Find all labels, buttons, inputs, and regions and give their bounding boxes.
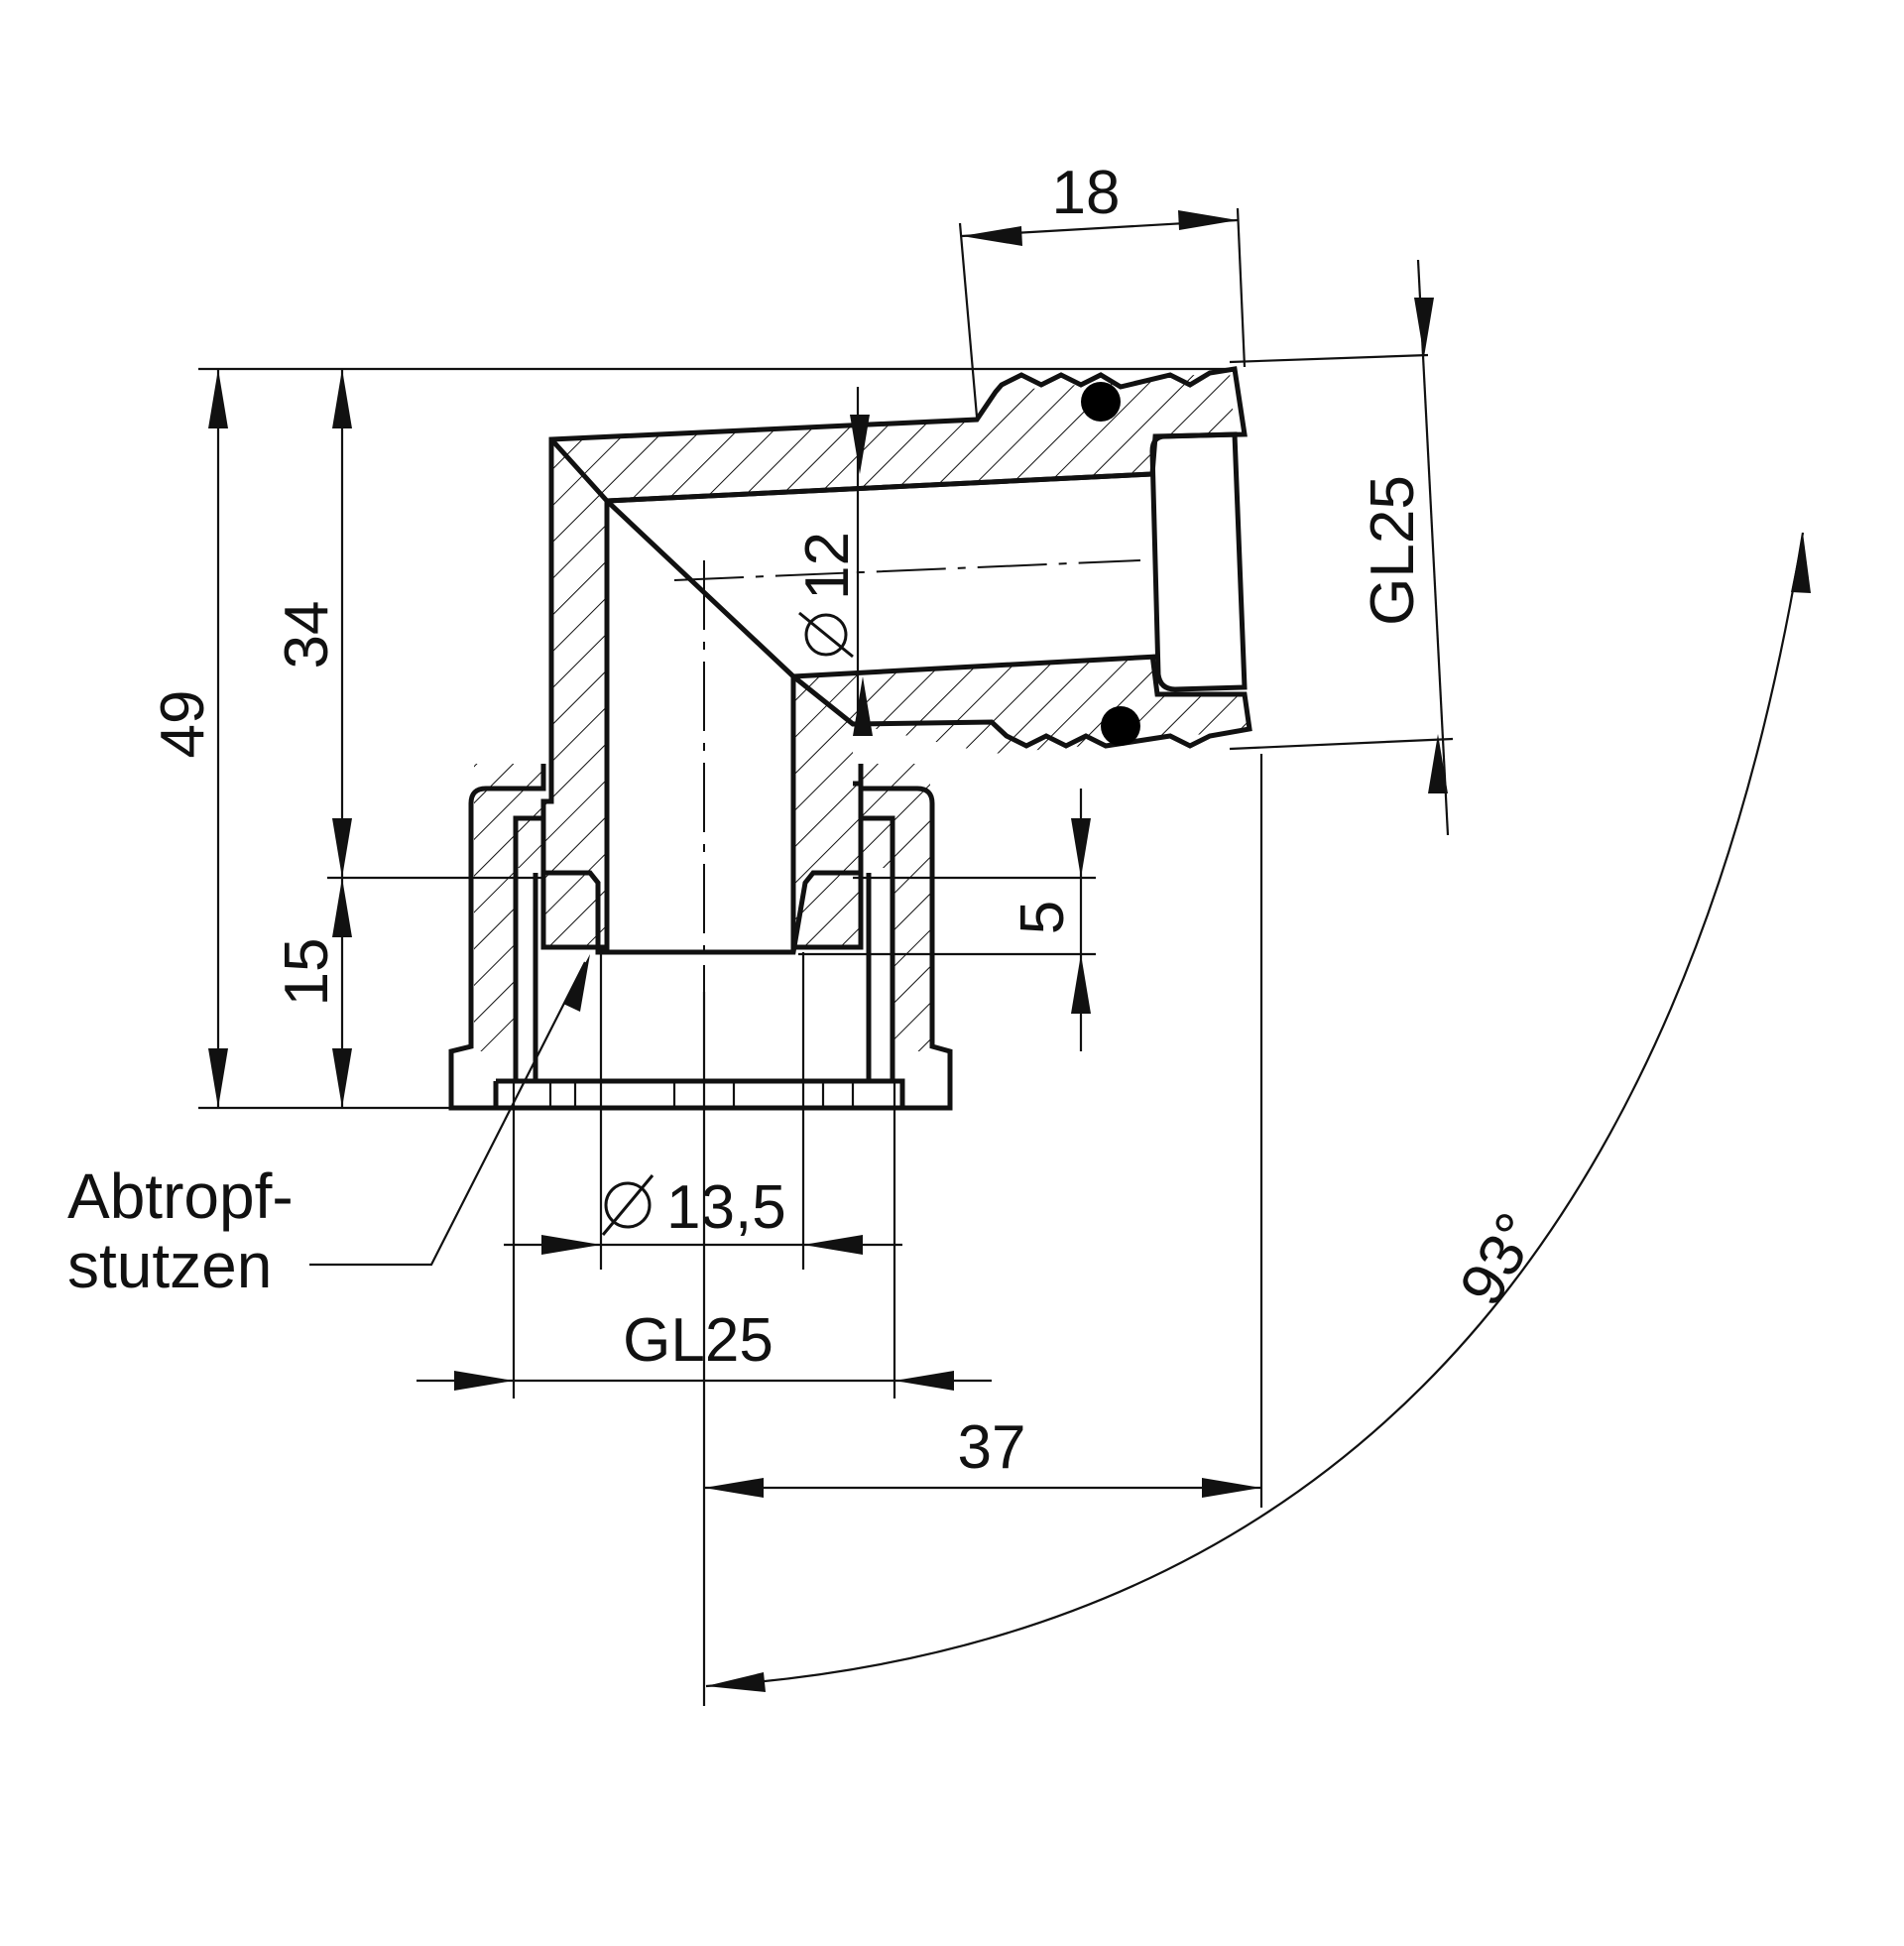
dim-thread-vertical: GL25 bbox=[623, 1306, 774, 1375]
bottom-face-line bbox=[493, 1078, 905, 1108]
drip-nozzle-label: Abtropf- stutzen bbox=[67, 1160, 294, 1301]
union-nut-outline bbox=[448, 764, 953, 1111]
horizontal-socket bbox=[1149, 431, 1248, 692]
dim-height-lower: 15 bbox=[273, 938, 341, 1007]
dim-offset-horizontal: 37 bbox=[958, 1413, 1026, 1482]
drip-nozzle-label-line2: stutzen bbox=[67, 1230, 272, 1301]
center-lines bbox=[673, 559, 1141, 992]
drip-nozzle-label-line1: Abtropf- bbox=[67, 1160, 294, 1232]
dim-height-total: 49 bbox=[149, 690, 217, 759]
dim-bore-vertical: 13,5 bbox=[601, 1173, 786, 1242]
elbow-outer-outline bbox=[540, 366, 1248, 950]
dim-angle: 93° bbox=[1447, 1202, 1553, 1317]
elbow-fitting-section bbox=[448, 366, 1252, 1111]
dim-bore-vertical-value: 13,5 bbox=[666, 1173, 786, 1242]
dim-step-depth: 5 bbox=[1009, 901, 1077, 934]
hatch-right-nut bbox=[861, 764, 930, 1051]
union-nut-inner-right bbox=[861, 815, 895, 1081]
elbow-miter-line bbox=[605, 499, 795, 678]
diameter-symbol bbox=[804, 613, 848, 657]
drip-nozzle-outline bbox=[543, 870, 861, 955]
dimension-lines bbox=[198, 207, 1811, 1706]
hatch-upper-wall bbox=[551, 372, 1235, 501]
bore-upper-line bbox=[606, 471, 1153, 504]
dim-height-upper: 34 bbox=[273, 601, 341, 669]
oring-top bbox=[1081, 382, 1121, 422]
bore-lower-line bbox=[792, 654, 1158, 679]
hatch-left-nut bbox=[474, 764, 543, 1051]
diameter-symbol-slash bbox=[798, 611, 854, 659]
oring-bottom bbox=[1101, 706, 1140, 746]
elbow-miter-outer bbox=[549, 437, 609, 503]
dim-bore-horizontal: 12 bbox=[793, 532, 862, 659]
hatch-left-wall bbox=[543, 439, 607, 947]
right-wall-line bbox=[790, 676, 864, 950]
diameter-symbol-slash bbox=[601, 1174, 654, 1236]
union-nut-inner-left bbox=[513, 815, 543, 1081]
dim-width-top: 18 bbox=[1052, 159, 1121, 227]
dim-thread-horizontal: GL25 bbox=[1359, 475, 1427, 626]
elbow-lower-outline bbox=[791, 654, 1252, 749]
bottom-face-ticks bbox=[548, 1081, 855, 1108]
dim-bore-horizontal-value: 12 bbox=[793, 532, 862, 600]
diameter-symbol bbox=[604, 1181, 652, 1229]
